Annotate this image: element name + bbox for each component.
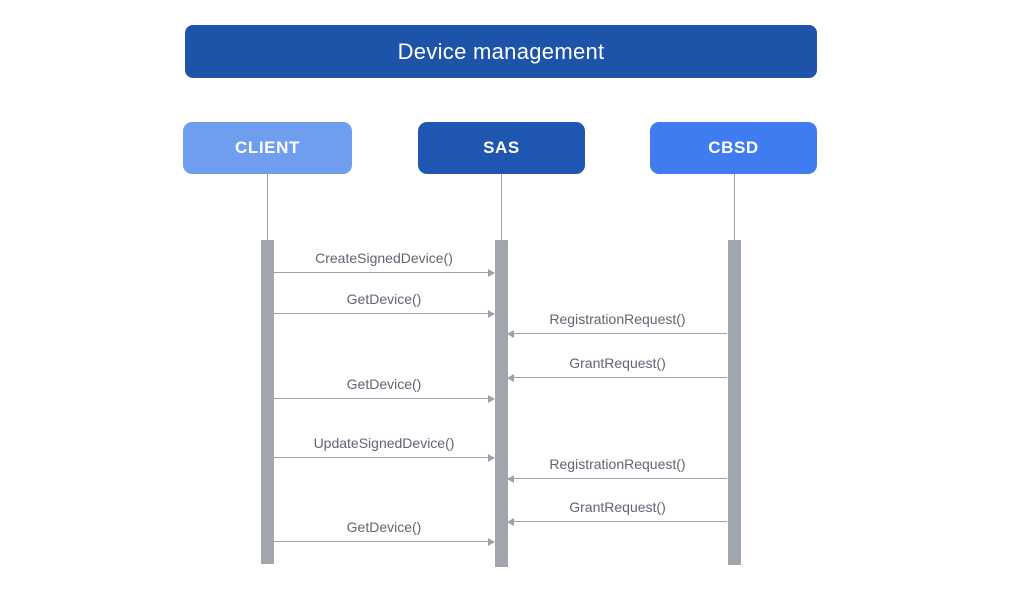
activation-bar-sas bbox=[495, 240, 508, 567]
arrowhead-right-icon bbox=[488, 269, 495, 277]
actor-cbsd: CBSD bbox=[650, 122, 817, 174]
diagram-title: Device management bbox=[185, 25, 817, 78]
message-line bbox=[274, 398, 494, 399]
message-cbsd-to-sas: GrantRequest() bbox=[507, 355, 727, 382]
message-client-to-sas: GetDevice() bbox=[274, 519, 495, 546]
message-cbsd-to-sas: GrantRequest() bbox=[507, 499, 727, 526]
message-client-to-sas: UpdateSignedDevice() bbox=[274, 435, 495, 462]
message-line bbox=[274, 457, 494, 458]
arrowhead-left-icon bbox=[507, 330, 514, 338]
arrowhead-right-icon bbox=[488, 395, 495, 403]
message-label: GrantRequest() bbox=[569, 355, 666, 371]
message-line bbox=[274, 541, 494, 542]
actor-sas: SAS bbox=[418, 122, 585, 174]
lifeline-sas bbox=[501, 174, 502, 240]
lifeline-client bbox=[267, 174, 268, 240]
arrowhead-right-icon bbox=[488, 310, 495, 318]
arrowhead-left-icon bbox=[507, 374, 514, 382]
activation-bar-client bbox=[261, 240, 274, 564]
actor-client: CLIENT bbox=[183, 122, 352, 174]
message-cbsd-to-sas: RegistrationRequest() bbox=[507, 456, 727, 483]
message-label: RegistrationRequest() bbox=[549, 311, 686, 327]
message-line bbox=[508, 478, 727, 479]
activation-bar-cbsd bbox=[728, 240, 741, 565]
arrowhead-right-icon bbox=[488, 454, 495, 462]
message-label: CreateSignedDevice() bbox=[315, 250, 453, 266]
message-label: GetDevice() bbox=[346, 519, 422, 535]
message-label: GetDevice() bbox=[346, 291, 422, 307]
message-line bbox=[508, 333, 727, 334]
message-line bbox=[508, 521, 727, 522]
message-line bbox=[274, 313, 494, 314]
message-client-to-sas: GetDevice() bbox=[274, 376, 495, 403]
message-client-to-sas: GetDevice() bbox=[274, 291, 495, 318]
message-line bbox=[274, 272, 494, 273]
message-client-to-sas: CreateSignedDevice() bbox=[274, 250, 495, 277]
message-cbsd-to-sas: RegistrationRequest() bbox=[507, 311, 727, 338]
message-label: GetDevice() bbox=[346, 376, 422, 392]
message-label: RegistrationRequest() bbox=[549, 456, 686, 472]
arrowhead-left-icon bbox=[507, 475, 514, 483]
message-line bbox=[508, 377, 727, 378]
arrowhead-right-icon bbox=[488, 538, 495, 546]
message-label: GrantRequest() bbox=[569, 499, 666, 515]
message-label: UpdateSignedDevice() bbox=[313, 435, 455, 451]
arrowhead-left-icon bbox=[507, 518, 514, 526]
lifeline-cbsd bbox=[734, 174, 735, 240]
